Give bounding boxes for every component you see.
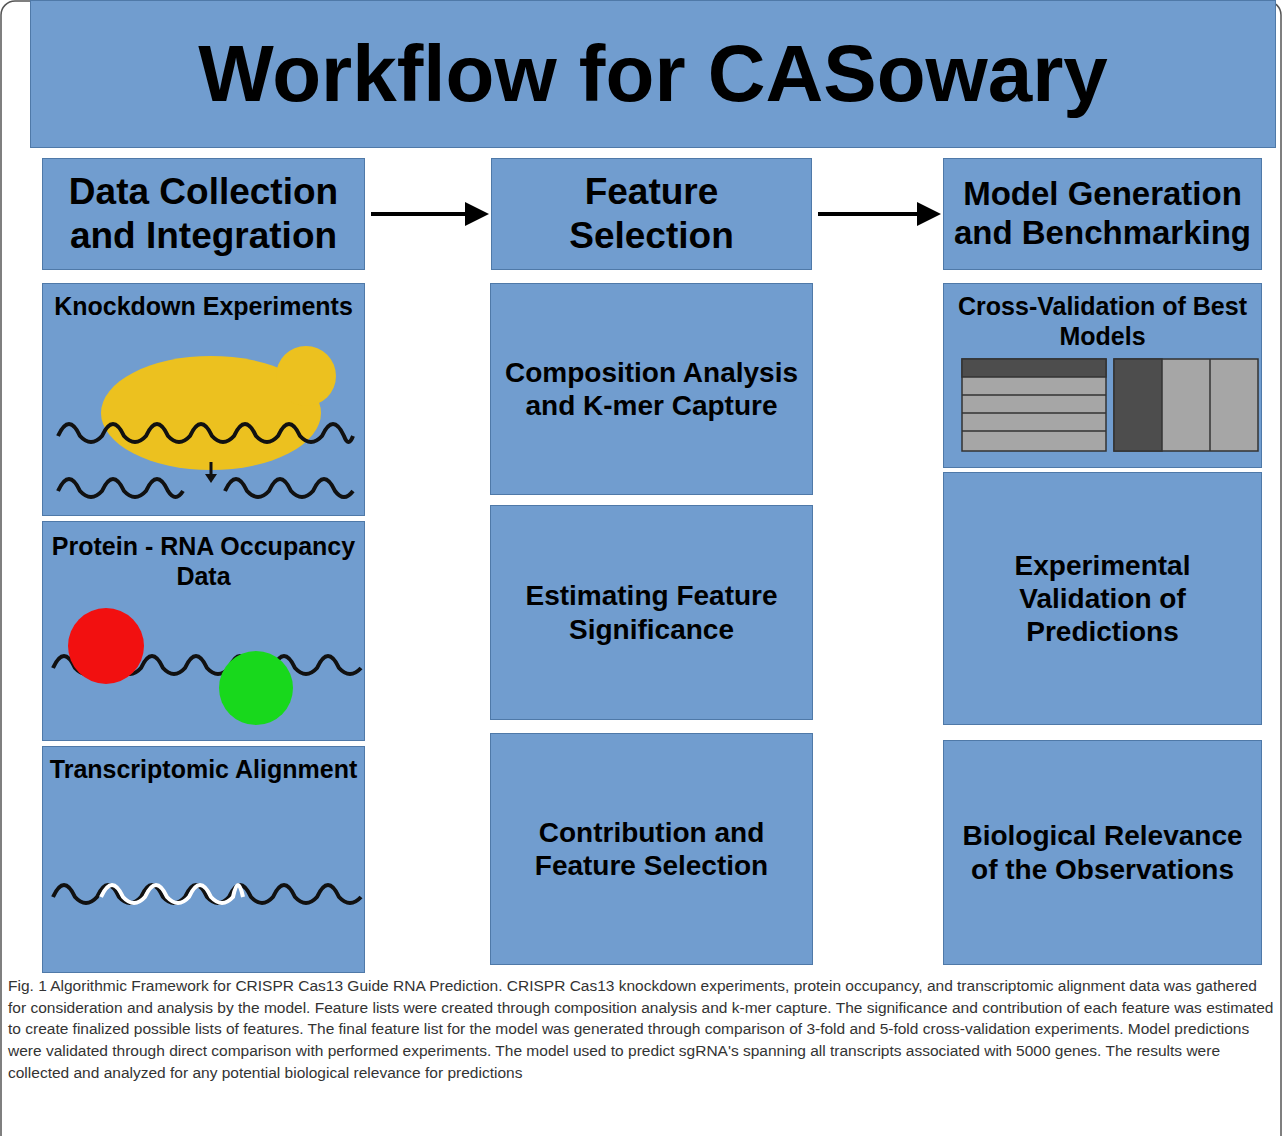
box-text: Experimental Validation of Predictions [950, 549, 1255, 648]
held-out-fold [1114, 359, 1162, 451]
box-text: Composition Analysis and K-mer Capture [497, 356, 806, 422]
data-source-box: Transcriptomic Alignment [42, 746, 365, 973]
box-text: Cross-Validation of Best Models [950, 292, 1255, 351]
rna-strand [58, 424, 353, 442]
flow-arrow [818, 212, 937, 216]
box-text: Contribution and Feature Selection [497, 816, 806, 882]
box-text: Transcriptomic Alignment [50, 755, 357, 785]
rna-fragment [225, 479, 353, 497]
cleave-arrowhead [205, 474, 217, 483]
process-box: Biological Relevance of the Observations [943, 740, 1262, 965]
process-box: Estimating Feature Significance [490, 505, 813, 720]
bound-protein-green [219, 651, 293, 725]
box-text: Knockdown Experiments [54, 292, 353, 322]
process-box: Contribution and Feature Selection [490, 733, 813, 965]
title-band: Workflow for CASowary [30, 0, 1276, 148]
data-source-box: Knockdown Experiments [42, 283, 365, 516]
caption-text: Fig. 1 Algorithmic Framework for CRISPR … [8, 977, 1273, 1081]
column-header: Feature Selection [491, 158, 812, 270]
table-header [962, 359, 1106, 377]
rna-fragment [58, 479, 183, 497]
transcript-strand [53, 885, 361, 903]
process-box: Composition Analysis and K-mer Capture [490, 283, 813, 495]
box-text: Protein - RNA Occupancy Data [49, 532, 358, 591]
fold-divider [1209, 359, 1211, 451]
box-text: Biological Relevance of the Observations [950, 819, 1255, 885]
data-source-box: Protein - RNA Occupancy Data [42, 521, 365, 741]
bound-protein-red [68, 608, 144, 684]
flow-arrow [371, 212, 485, 216]
fold-icon [1114, 359, 1258, 451]
table-icon [962, 359, 1106, 451]
aligned-guide [101, 885, 243, 903]
header-text: Model Generation and Benchmarking [950, 175, 1255, 253]
header-text: Feature Selection [498, 170, 805, 257]
cas13-lobe [276, 346, 336, 406]
figure-caption: Fig. 1 Algorithmic Framework for CRISPR … [8, 975, 1276, 1083]
title-text: Workflow for CASowary [198, 28, 1108, 120]
header-text: Data Collection and Integration [49, 170, 358, 257]
box-text: Estimating Feature Significance [497, 579, 806, 645]
column-header: Model Generation and Benchmarking [943, 158, 1262, 270]
column-header: Data Collection and Integration [42, 158, 365, 270]
table-rows [962, 395, 1106, 431]
process-box: Experimental Validation of Predictions [943, 472, 1262, 725]
process-box: Cross-Validation of Best Models [943, 283, 1262, 468]
